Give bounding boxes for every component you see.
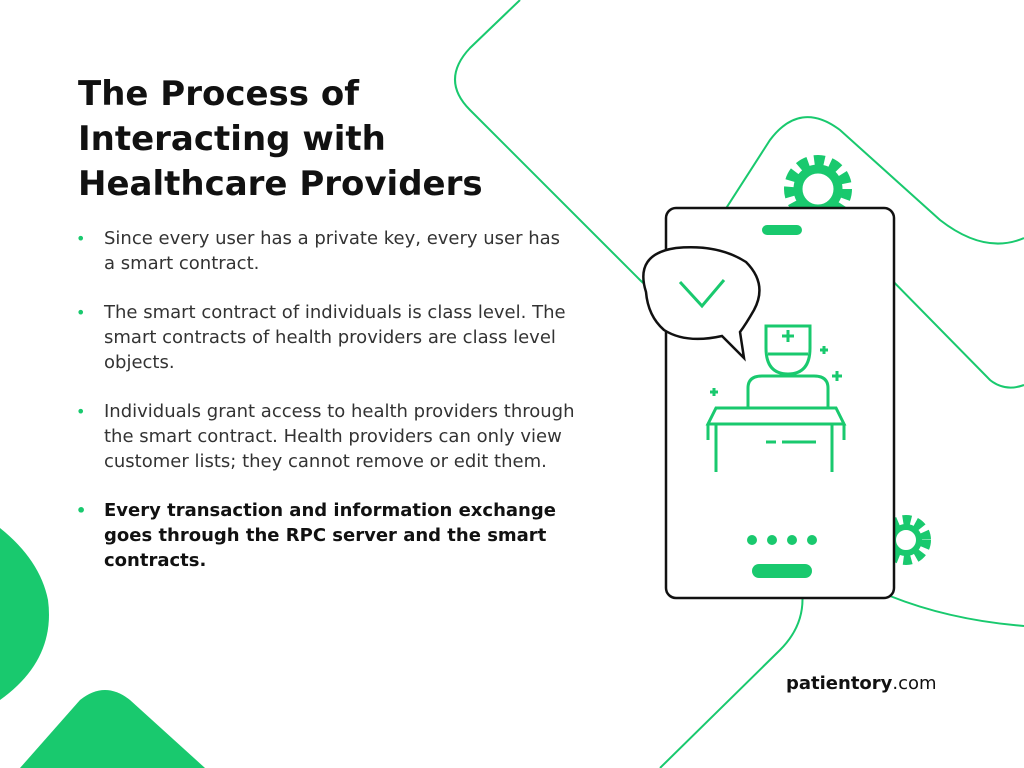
background-blob [0,528,49,700]
bullet-text: Individuals grant access to health provi… [104,401,575,472]
brand-footer: patientory.com [786,673,937,694]
phone-speaker [762,225,802,235]
phone-illustration [642,155,931,600]
page-title: The Process of Interacting with Healthca… [78,74,483,204]
background-curve [879,267,1024,389]
checkmark-icon [678,279,726,309]
brand-domain: .com [892,673,937,694]
bullet-dot: • [76,402,86,421]
background-blob [20,690,205,768]
bullet-item: • Individuals grant access to health pro… [76,399,576,474]
bullet-list: • Since every user has a private key, ev… [76,226,576,597]
bullet-item: • Since every user has a private key, ev… [76,226,576,276]
doctor-icon [746,324,830,408]
plus-icon [710,346,842,396]
phone-home-button [752,564,812,578]
desk-icon [705,406,847,472]
bullet-dot: • [76,229,86,248]
bullet-dot: • [76,501,87,520]
bullet-text: The smart contract of individuals is cla… [104,302,566,373]
bullet-item: • The smart contract of individuals is c… [76,300,576,375]
bullet-text: Since every user has a private key, ever… [104,228,561,274]
chat-bubble-icon [642,246,761,362]
bullet-text: Every transaction and information exchan… [104,500,556,571]
background-curve [454,0,1024,291]
background-curve [889,595,1024,627]
bullet-item: • Every transaction and information exch… [76,498,576,573]
bullet-dot: • [76,303,86,322]
brand-name: patientory [786,673,893,694]
page-dots [747,535,817,545]
